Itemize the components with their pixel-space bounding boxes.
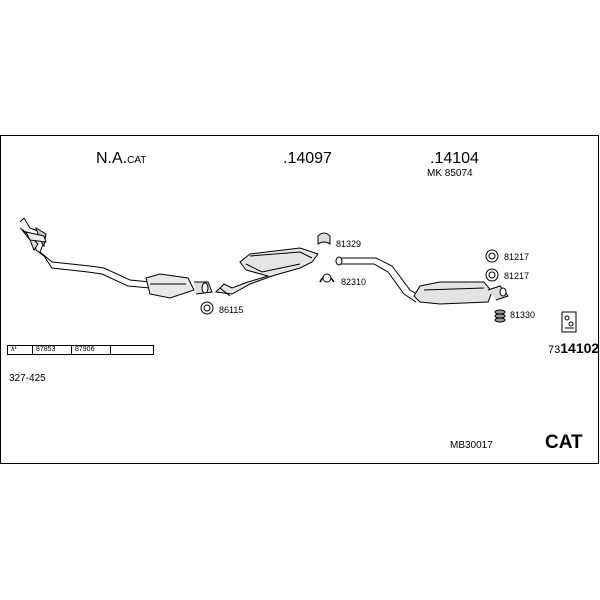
middle-silencer-drawing [214,247,319,297]
header-14104: .14104 [430,150,479,167]
header-mk-code: MK 85074 [427,168,473,179]
kit-number: MB30017 [450,440,493,451]
diagram-frame [0,135,599,464]
hanger-81329-drawing [317,232,331,245]
diagram-code: 7314102 [548,340,600,356]
part-81217-b: 81217 [504,271,530,281]
part-81329: 81329 [336,239,362,249]
part-82310: 82310 [341,277,367,287]
header-14097: .14097 [283,150,332,167]
intermediate-pipe-drawing [335,256,421,303]
ref-cell-87853: 87853 [33,346,72,354]
header-na-cat: N.A.CAT [96,150,147,167]
rear-silencer-drawing [413,281,509,305]
range-text: 327-425 [9,373,46,384]
part-81330: 81330 [510,310,536,320]
front-pipe-drawing [19,217,151,289]
part-86115: 86115 [219,305,244,315]
cat-label: CAT [545,432,583,453]
ref-cell-87906: 87906 [72,346,111,354]
ref-cell-lambda: λ¹ [8,346,33,354]
mounting-kit-icon [561,311,577,333]
mount-81330-drawing [494,309,506,323]
catalytic-converter-drawing [145,273,213,299]
part-81217-a: 81217 [504,252,530,262]
reference-table: λ¹ 87853 87906 [7,345,154,355]
ref-cell-empty [111,346,153,354]
